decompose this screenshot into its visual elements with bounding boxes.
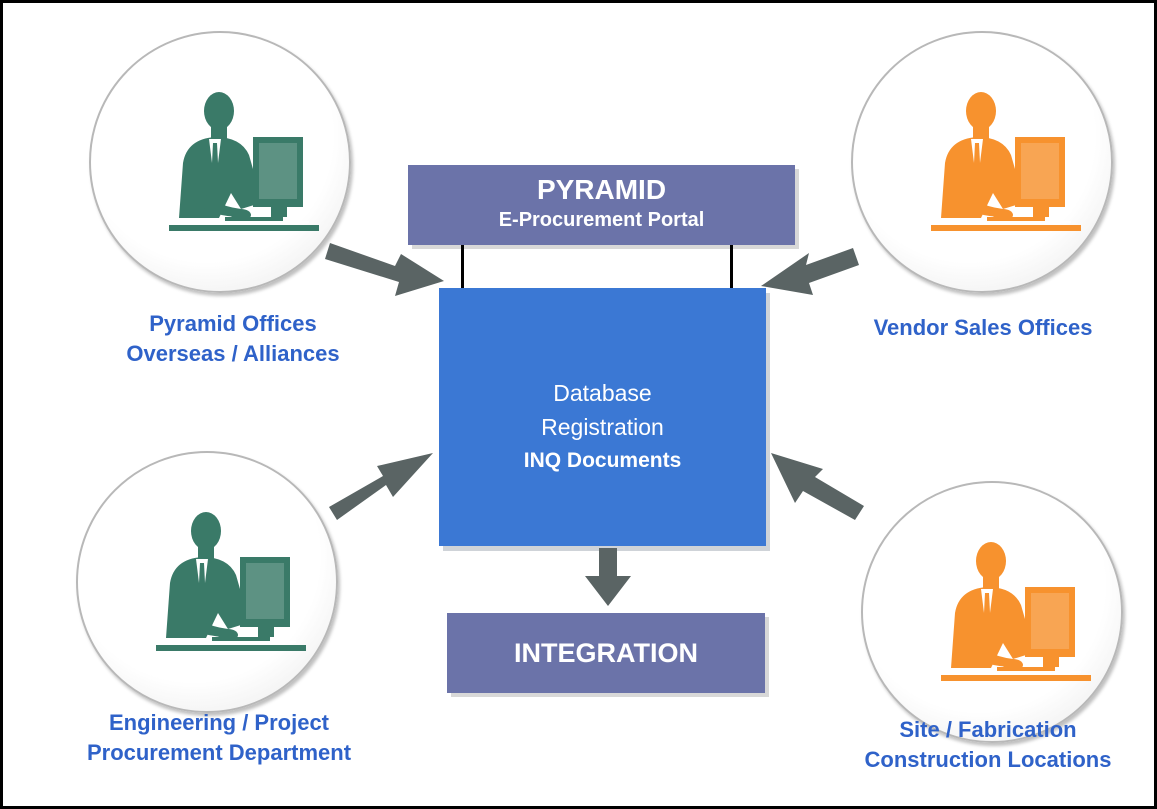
arrows-layer <box>325 243 864 606</box>
center-line-registration: Registration <box>541 414 664 440</box>
portal-title: PYRAMID <box>536 174 667 205</box>
person-at-computer-icon <box>169 92 319 231</box>
person-at-computer-icon <box>931 92 1081 231</box>
node-label-site-fabrication: Site / Fabrication Construction Location… <box>818 715 1157 775</box>
node-label-line: Site / Fabrication <box>899 717 1077 742</box>
person-at-computer-icon <box>156 512 306 651</box>
center-line-inq-documents: INQ Documents <box>523 449 682 472</box>
arrow-from-site-fabrication <box>771 453 864 520</box>
arrow-from-vendor-sales <box>761 248 859 295</box>
node-label-line: Overseas / Alliances <box>126 341 340 366</box>
node-label-line: Construction Locations <box>864 747 1112 772</box>
node-label-pyramid-offices: Pyramid Offices Overseas / Alliances <box>73 309 393 369</box>
center-line-database: Database <box>553 380 652 406</box>
node-label-line: Vendor Sales Offices <box>873 315 1093 340</box>
connector-line-left <box>461 245 464 290</box>
node-circle-vendor-sales <box>851 31 1113 293</box>
integration-label: INTEGRATION <box>514 638 698 668</box>
connector-line-right <box>730 245 733 290</box>
portal-box: PYRAMID E-Procurement Portal <box>408 165 795 245</box>
node-label-line: Engineering / Project <box>108 710 330 735</box>
arrow-from-engineering <box>329 453 433 520</box>
person-at-computer-icon <box>941 542 1091 681</box>
node-label-line: Pyramid Offices <box>149 311 317 336</box>
database-box: Database Registration INQ Documents <box>439 288 766 546</box>
node-circle-site-fabrication <box>861 481 1123 743</box>
node-label-vendor-sales: Vendor Sales Offices <box>823 313 1143 343</box>
integration-box: INTEGRATION <box>447 613 765 693</box>
node-circle-engineering <box>76 451 338 713</box>
arrow-from-pyramid-offices <box>325 243 444 296</box>
node-circle-pyramid-offices <box>89 31 351 293</box>
arrow-to-integration <box>585 548 631 606</box>
node-label-line: Procurement Department <box>86 740 352 765</box>
portal-subtitle: E-Procurement Portal <box>498 209 705 231</box>
node-label-engineering: Engineering / Project Procurement Depart… <box>49 708 389 768</box>
